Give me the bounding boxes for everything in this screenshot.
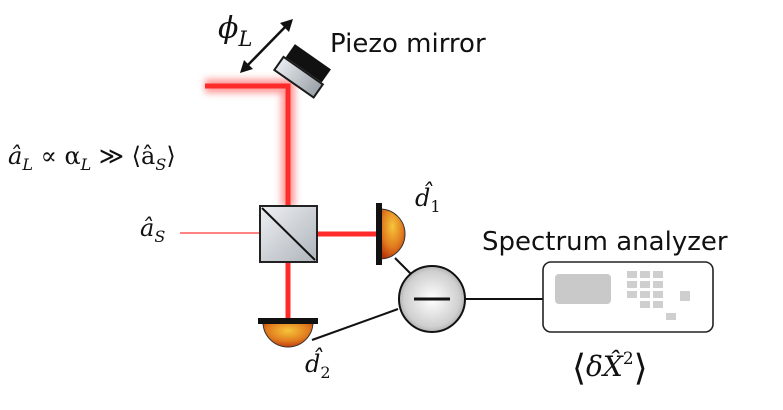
cable-detector-2: [311, 308, 399, 341]
detector-1: [376, 203, 406, 265]
local-oscillator-label: âL ∝ αL ≫ ⟨âS⟩: [8, 142, 176, 174]
beam-splitter: [259, 205, 318, 263]
phase-label: ϕL: [218, 11, 252, 51]
spectrum-analyzer: [542, 261, 714, 333]
piezo-mirror-label: Piezo mirror: [330, 29, 486, 59]
detector-1-label: d̂1: [415, 181, 441, 216]
local-oscillator-beam: [205, 79, 295, 206]
detector-2: [258, 318, 318, 348]
piezo-mirror: [272, 44, 331, 99]
measurement-label: ⟨δX̂2⟩: [572, 348, 648, 389]
subtractor-icon: [398, 265, 466, 333]
signal-label: âS: [140, 214, 165, 246]
detector-2-label: d̂2: [305, 347, 331, 382]
phase-arrow-icon: [240, 19, 293, 73]
spectrum-analyzer-label: Spectrum analyzer: [482, 227, 728, 257]
